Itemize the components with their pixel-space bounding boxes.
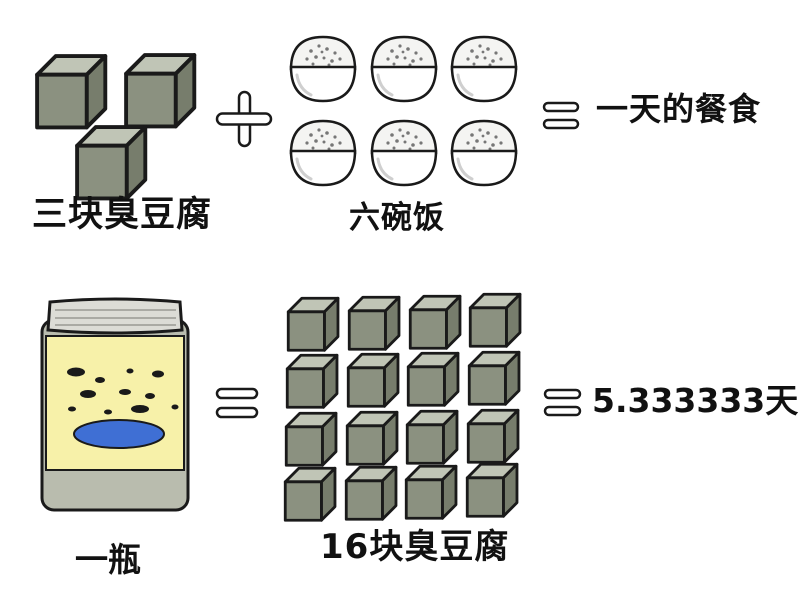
tofu-cube [286,296,340,352]
label-result-days: 5.333333天 [592,381,799,420]
tofu-cube [408,294,462,350]
label-three-tofu: 三块臭豆腐 [32,195,213,235]
equals-icon [215,387,259,419]
equals-icon [543,388,582,417]
jar-spots [67,367,179,415]
rice-bowl [289,119,357,187]
rice-bowl [370,119,438,187]
tofu-grid-sixteen [283,292,522,522]
tofu-cube [344,465,398,521]
tofu-cube [345,410,399,466]
rice-bowl [450,35,518,103]
tofu-cube [405,409,459,465]
label-six-rice: 六碗饭 [349,200,445,236]
tofu-cube [75,125,148,201]
label-one-bottle: 一瓶 [75,540,141,579]
tofu-cube [124,53,197,129]
tofu-cube [284,411,338,467]
tofu-cube [406,351,460,407]
tofu-cube [466,408,520,464]
tofu-group-three [35,53,197,201]
rice-bowl [370,35,438,103]
tofu-cube [404,464,458,520]
tofu-cube [465,462,519,518]
plus-icon [214,89,274,149]
tofu-cube [346,352,400,408]
rice-bowl [289,35,357,103]
rice-bowl-group [289,35,518,187]
tofu-cube [35,54,108,130]
equals-icon [542,101,580,130]
tofu-cube [283,466,337,522]
tofu-cube [467,350,521,406]
tofu-cube [347,295,401,351]
tofu-cube [285,353,339,409]
label-one-day-meal: 一天的餐食 [596,90,762,128]
label-sixteen-tofu: 16块臭豆腐 [320,527,510,567]
jar-blue-spot [73,419,165,449]
rice-bowl [450,119,518,187]
tofu-cube [468,292,522,348]
tofu-jar [40,297,190,512]
